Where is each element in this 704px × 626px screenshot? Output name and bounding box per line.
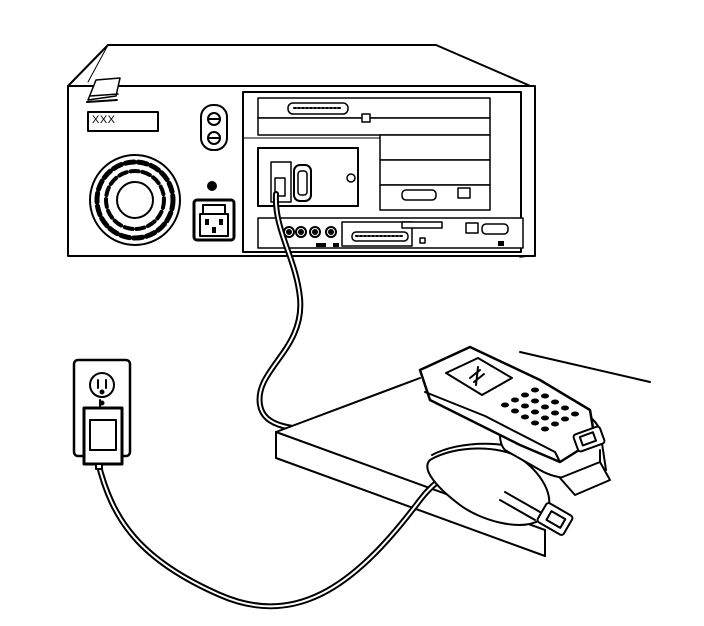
fan-grille-icon xyxy=(89,154,181,246)
audio-jacks xyxy=(283,226,339,247)
computer-tag-label: XXX xyxy=(92,114,116,126)
voltage-selector xyxy=(200,104,228,151)
serial-port-card xyxy=(257,147,359,207)
power-inlet-icon xyxy=(192,198,236,242)
power-adapter xyxy=(82,399,124,470)
label-tag xyxy=(87,111,159,132)
screen-icon xyxy=(445,357,513,396)
computer-rear-panel xyxy=(67,44,536,258)
keypad-icon xyxy=(501,387,579,432)
power-indicator xyxy=(207,181,217,191)
handheld-scanner xyxy=(418,345,606,464)
